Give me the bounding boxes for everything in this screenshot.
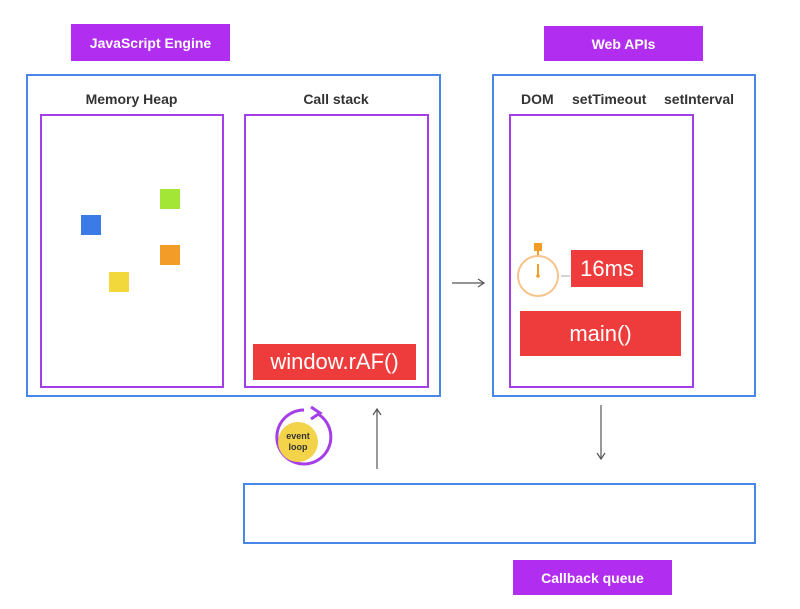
timer-value-badge: 16ms (571, 250, 643, 287)
call-stack-box (244, 114, 429, 388)
event-loop-text-line2: loop (289, 442, 308, 452)
settimeout-label: setTimeout (572, 91, 647, 107)
stopwatch-icon (517, 243, 570, 297)
callback-queue-label: Callback queue (513, 560, 672, 595)
arrow-right-icon (452, 278, 486, 288)
dom-box (509, 114, 694, 388)
heap-object-blue (81, 215, 101, 235)
javascript-engine-label: JavaScript Engine (71, 24, 230, 61)
event-loop-text-line1: event (286, 431, 310, 441)
heap-object-yellow (109, 272, 129, 292)
web-api-item: main() (520, 311, 681, 356)
web-apis-label: Web APIs (544, 26, 703, 61)
event-loop-icon: event loop (275, 405, 333, 466)
setinterval-label: setInterval (664, 91, 735, 107)
memory-heap-box (40, 114, 224, 388)
arrow-up-icon (372, 407, 382, 469)
dom-label: DOM (521, 91, 554, 107)
callback-queue-box (243, 483, 756, 544)
call-stack-item: window.rAF() (253, 344, 416, 380)
arrow-down-icon (596, 405, 606, 461)
heap-object-green (160, 189, 180, 209)
javascript-engine-panel (26, 74, 441, 397)
heap-object-orange (160, 245, 180, 265)
memory-heap-label: Memory Heap (85, 91, 178, 107)
call-stack-label: Call stack (303, 91, 369, 107)
web-apis-panel (492, 74, 756, 397)
